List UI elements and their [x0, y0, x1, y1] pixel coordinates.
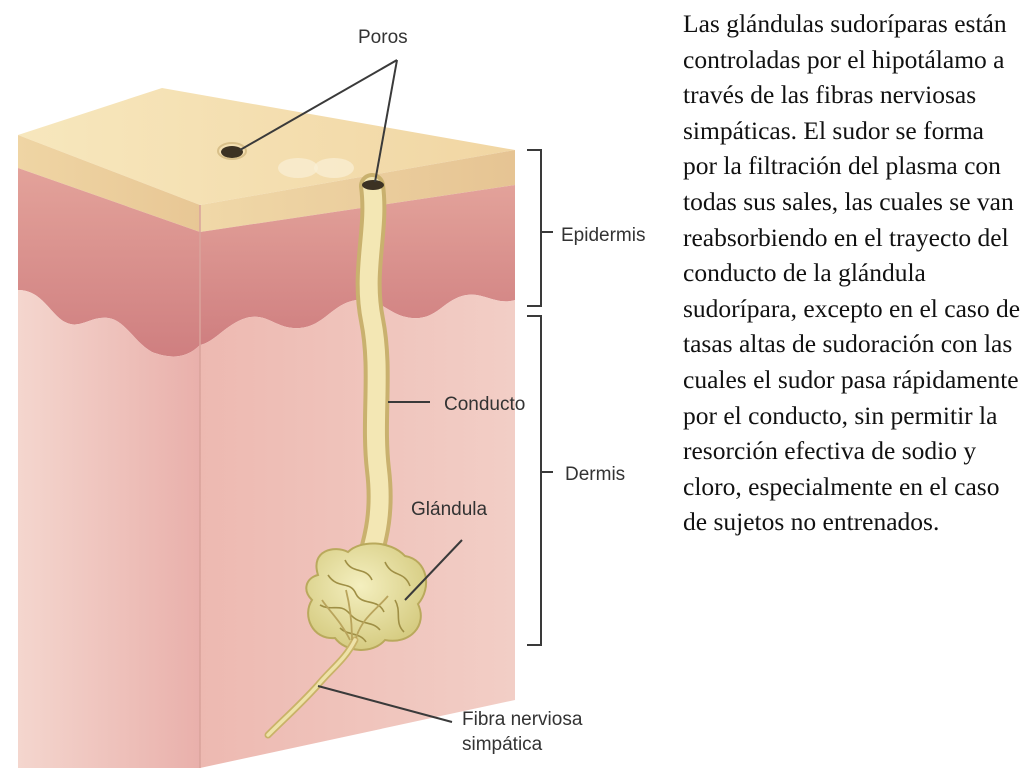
- label-glandula: Glándula: [411, 499, 487, 520]
- pore-rim: [217, 142, 247, 160]
- pore: [221, 146, 243, 158]
- side-surface-layer: [200, 150, 515, 232]
- label-conducto: Conducto: [444, 394, 525, 415]
- side-dermis-layer: [200, 294, 515, 768]
- gland-body: [305, 542, 427, 651]
- leader-glandula: [404, 539, 463, 601]
- nerve-fiber-inner: [266, 638, 357, 737]
- label-fibra-line1: Fibra nerviosa: [462, 709, 583, 730]
- surface-bump: [314, 158, 354, 178]
- front-surface-layer: [18, 135, 200, 232]
- nerve-branches: [321, 589, 389, 641]
- skin-surface: [18, 88, 515, 205]
- front-dermis-layer: [18, 290, 200, 768]
- skin-block: [18, 88, 515, 768]
- leader-poros-right: [374, 59, 398, 183]
- label-dermis: Dermis: [565, 464, 625, 485]
- label-fibra-line2: simpática: [462, 734, 543, 755]
- sweat-gland: [264, 173, 427, 739]
- label-poros: Poros: [358, 27, 408, 48]
- epidermis-bracket: [527, 149, 553, 307]
- leader-lines: [239, 59, 463, 723]
- leader-poros-left: [239, 59, 398, 151]
- sweat-gland-diagram: Poros Epidermis Conducto Dermis Glándula…: [18, 27, 645, 768]
- front-epidermis-layer: [18, 168, 200, 357]
- dermis-bracket: [527, 315, 553, 646]
- caption-text: Las glándulas sudoríparas están controla…: [683, 9, 1021, 537]
- duct-pore-opening: [362, 180, 384, 190]
- leader-fibra: [317, 685, 453, 723]
- gland-coils: [319, 559, 411, 643]
- surface-bump: [278, 158, 318, 178]
- gland-duct-inner: [359, 177, 389, 574]
- label-epidermis: Epidermis: [561, 225, 645, 246]
